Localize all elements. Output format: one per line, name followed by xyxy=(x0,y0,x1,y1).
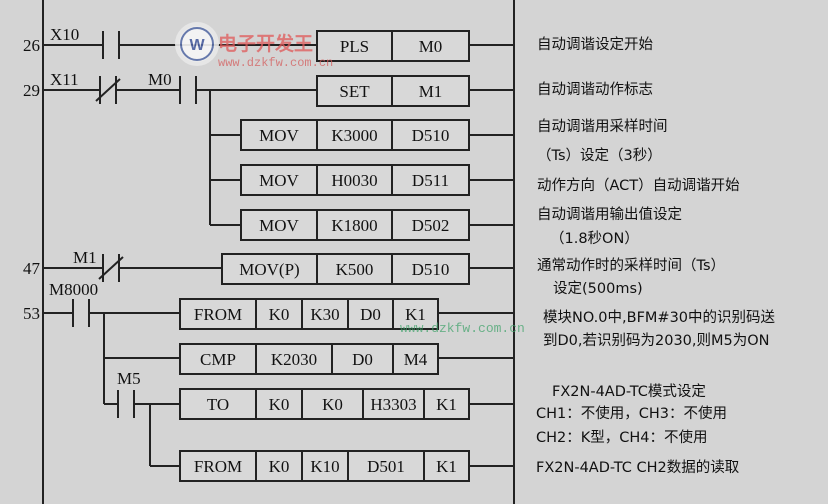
watermark-url: www.dzkfw.com.cn xyxy=(218,56,333,70)
contact-label: X10 xyxy=(50,25,79,44)
rung-comment: CH1：不使用，CH3：不使用 xyxy=(536,405,727,422)
instruction-operand: K1 xyxy=(405,305,426,324)
normally-open-contact-icon xyxy=(117,390,135,418)
instruction-operand: D502 xyxy=(412,216,450,235)
rung-comment: 模块NO.0中,BFM#30中的识别码送 xyxy=(543,309,776,326)
rung-comment: 自动调谐设定开始 xyxy=(537,36,653,53)
step-number: 29 xyxy=(23,81,40,100)
instruction-operand: K2030 xyxy=(271,350,317,369)
instruction-operand: K1 xyxy=(436,395,457,414)
instruction-operand: K30 xyxy=(310,305,339,324)
instruction-block[interactable]: TO K0 K0 H3303 K1 xyxy=(179,388,470,420)
instruction-mnemonic: MOV xyxy=(259,216,299,235)
contact-label: X11 xyxy=(50,70,79,89)
rung-comment: FX2N-4AD-TC CH2数据的读取 xyxy=(536,459,740,476)
rung-comment: （Ts）设定（3秒） xyxy=(537,147,662,164)
instruction-block[interactable]: PLS M0 xyxy=(316,30,470,62)
instruction-block[interactable]: CMP K2030 D0 M4 xyxy=(179,343,439,375)
instruction-mnemonic: FROM xyxy=(194,305,242,324)
instruction-operand: D501 xyxy=(367,457,405,476)
watermark-url-secondary: www.dzkfw.com.cn xyxy=(400,321,525,336)
instruction-operand: D0 xyxy=(352,350,373,369)
rung-comment: 通常动作时的采样时间（Ts） xyxy=(537,257,725,274)
instruction-operand: K0 xyxy=(322,395,343,414)
rung-comment: 动作方向（ACT）自动调谐开始 xyxy=(537,177,740,194)
instruction-mnemonic: MOV xyxy=(259,126,299,145)
instruction-mnemonic: TO xyxy=(207,395,229,414)
normally-open-contact-icon xyxy=(72,299,90,327)
normally-open-contact-icon xyxy=(102,31,120,59)
instruction-operand: K500 xyxy=(336,260,374,279)
watermark-logo-ring-icon xyxy=(180,27,214,61)
instruction-block[interactable]: MOV K1800 D502 xyxy=(240,209,470,241)
instruction-operand: K0 xyxy=(269,457,290,476)
step-number: 47 xyxy=(23,259,41,278)
instruction-block[interactable]: FROM K0 K10 D501 K1 xyxy=(179,450,470,482)
instruction-block[interactable]: MOV H0030 D511 xyxy=(240,164,470,196)
rung-comment: 设定(500ms) xyxy=(553,280,643,297)
rung-comment: 自动调谐用输出值设定 xyxy=(537,206,682,223)
contact-label: M8000 xyxy=(49,280,98,299)
rung-comment: 自动调谐用采样时间 xyxy=(537,118,668,135)
instruction-block[interactable]: MOV(P) K500 D510 xyxy=(221,253,470,285)
rung-comment: 自动调谐动作标志 xyxy=(537,81,653,98)
instruction-operand: M0 xyxy=(419,37,443,56)
normally-closed-contact-icon xyxy=(95,76,121,104)
watermark-brand: 电子开发王 xyxy=(218,32,313,55)
normally-closed-contact-icon xyxy=(98,254,124,282)
contact-label: M0 xyxy=(148,70,172,89)
instruction-operand: K0 xyxy=(269,395,290,414)
instruction-operand: D0 xyxy=(360,305,381,324)
instruction-operand: D510 xyxy=(412,126,450,145)
instruction-mnemonic: MOV(P) xyxy=(239,260,299,279)
instruction-operand: H3303 xyxy=(370,395,416,414)
instruction-operand: K10 xyxy=(310,457,339,476)
step-number: 26 xyxy=(23,36,40,55)
instruction-operand: D510 xyxy=(412,260,450,279)
instruction-operand: K0 xyxy=(269,305,290,324)
instruction-block[interactable]: FROM K0 K30 D0 K1 xyxy=(179,298,439,330)
instruction-operand: K3000 xyxy=(331,126,377,145)
instruction-block[interactable]: SET M1 xyxy=(316,75,470,107)
rung-comment: （1.8秒ON） xyxy=(550,230,639,247)
instruction-mnemonic: SET xyxy=(339,82,370,101)
instruction-operand: K1800 xyxy=(331,216,377,235)
rung-comment: FX2N-4AD-TC模式设定 xyxy=(552,383,706,400)
instruction-operand: M1 xyxy=(419,82,443,101)
watermark: W 电子开发王 www.dzkfw.com.cn www.dzkfw.com.c… xyxy=(175,22,525,336)
instruction-operand: K1 xyxy=(436,457,457,476)
instruction-operand: H0030 xyxy=(331,171,377,190)
rung-comment: CH2：K型，CH4：不使用 xyxy=(536,429,708,446)
instruction-operand: M4 xyxy=(404,350,428,369)
instruction-block[interactable]: MOV K3000 D510 xyxy=(240,119,470,151)
instruction-mnemonic: CMP xyxy=(200,350,236,369)
normally-open-contact-icon xyxy=(179,76,197,104)
instruction-mnemonic: PLS xyxy=(340,37,369,56)
step-number: 53 xyxy=(23,304,40,323)
rung-comment: 到D0,若识别码为2030,则M5为ON xyxy=(543,332,770,349)
instruction-operand: D511 xyxy=(412,171,449,190)
instruction-mnemonic: FROM xyxy=(194,457,242,476)
contact-label: M5 xyxy=(117,369,141,388)
instruction-mnemonic: MOV xyxy=(259,171,299,190)
watermark-logo-glyph-icon: W xyxy=(189,37,205,54)
contact-label: M1 xyxy=(73,248,97,267)
